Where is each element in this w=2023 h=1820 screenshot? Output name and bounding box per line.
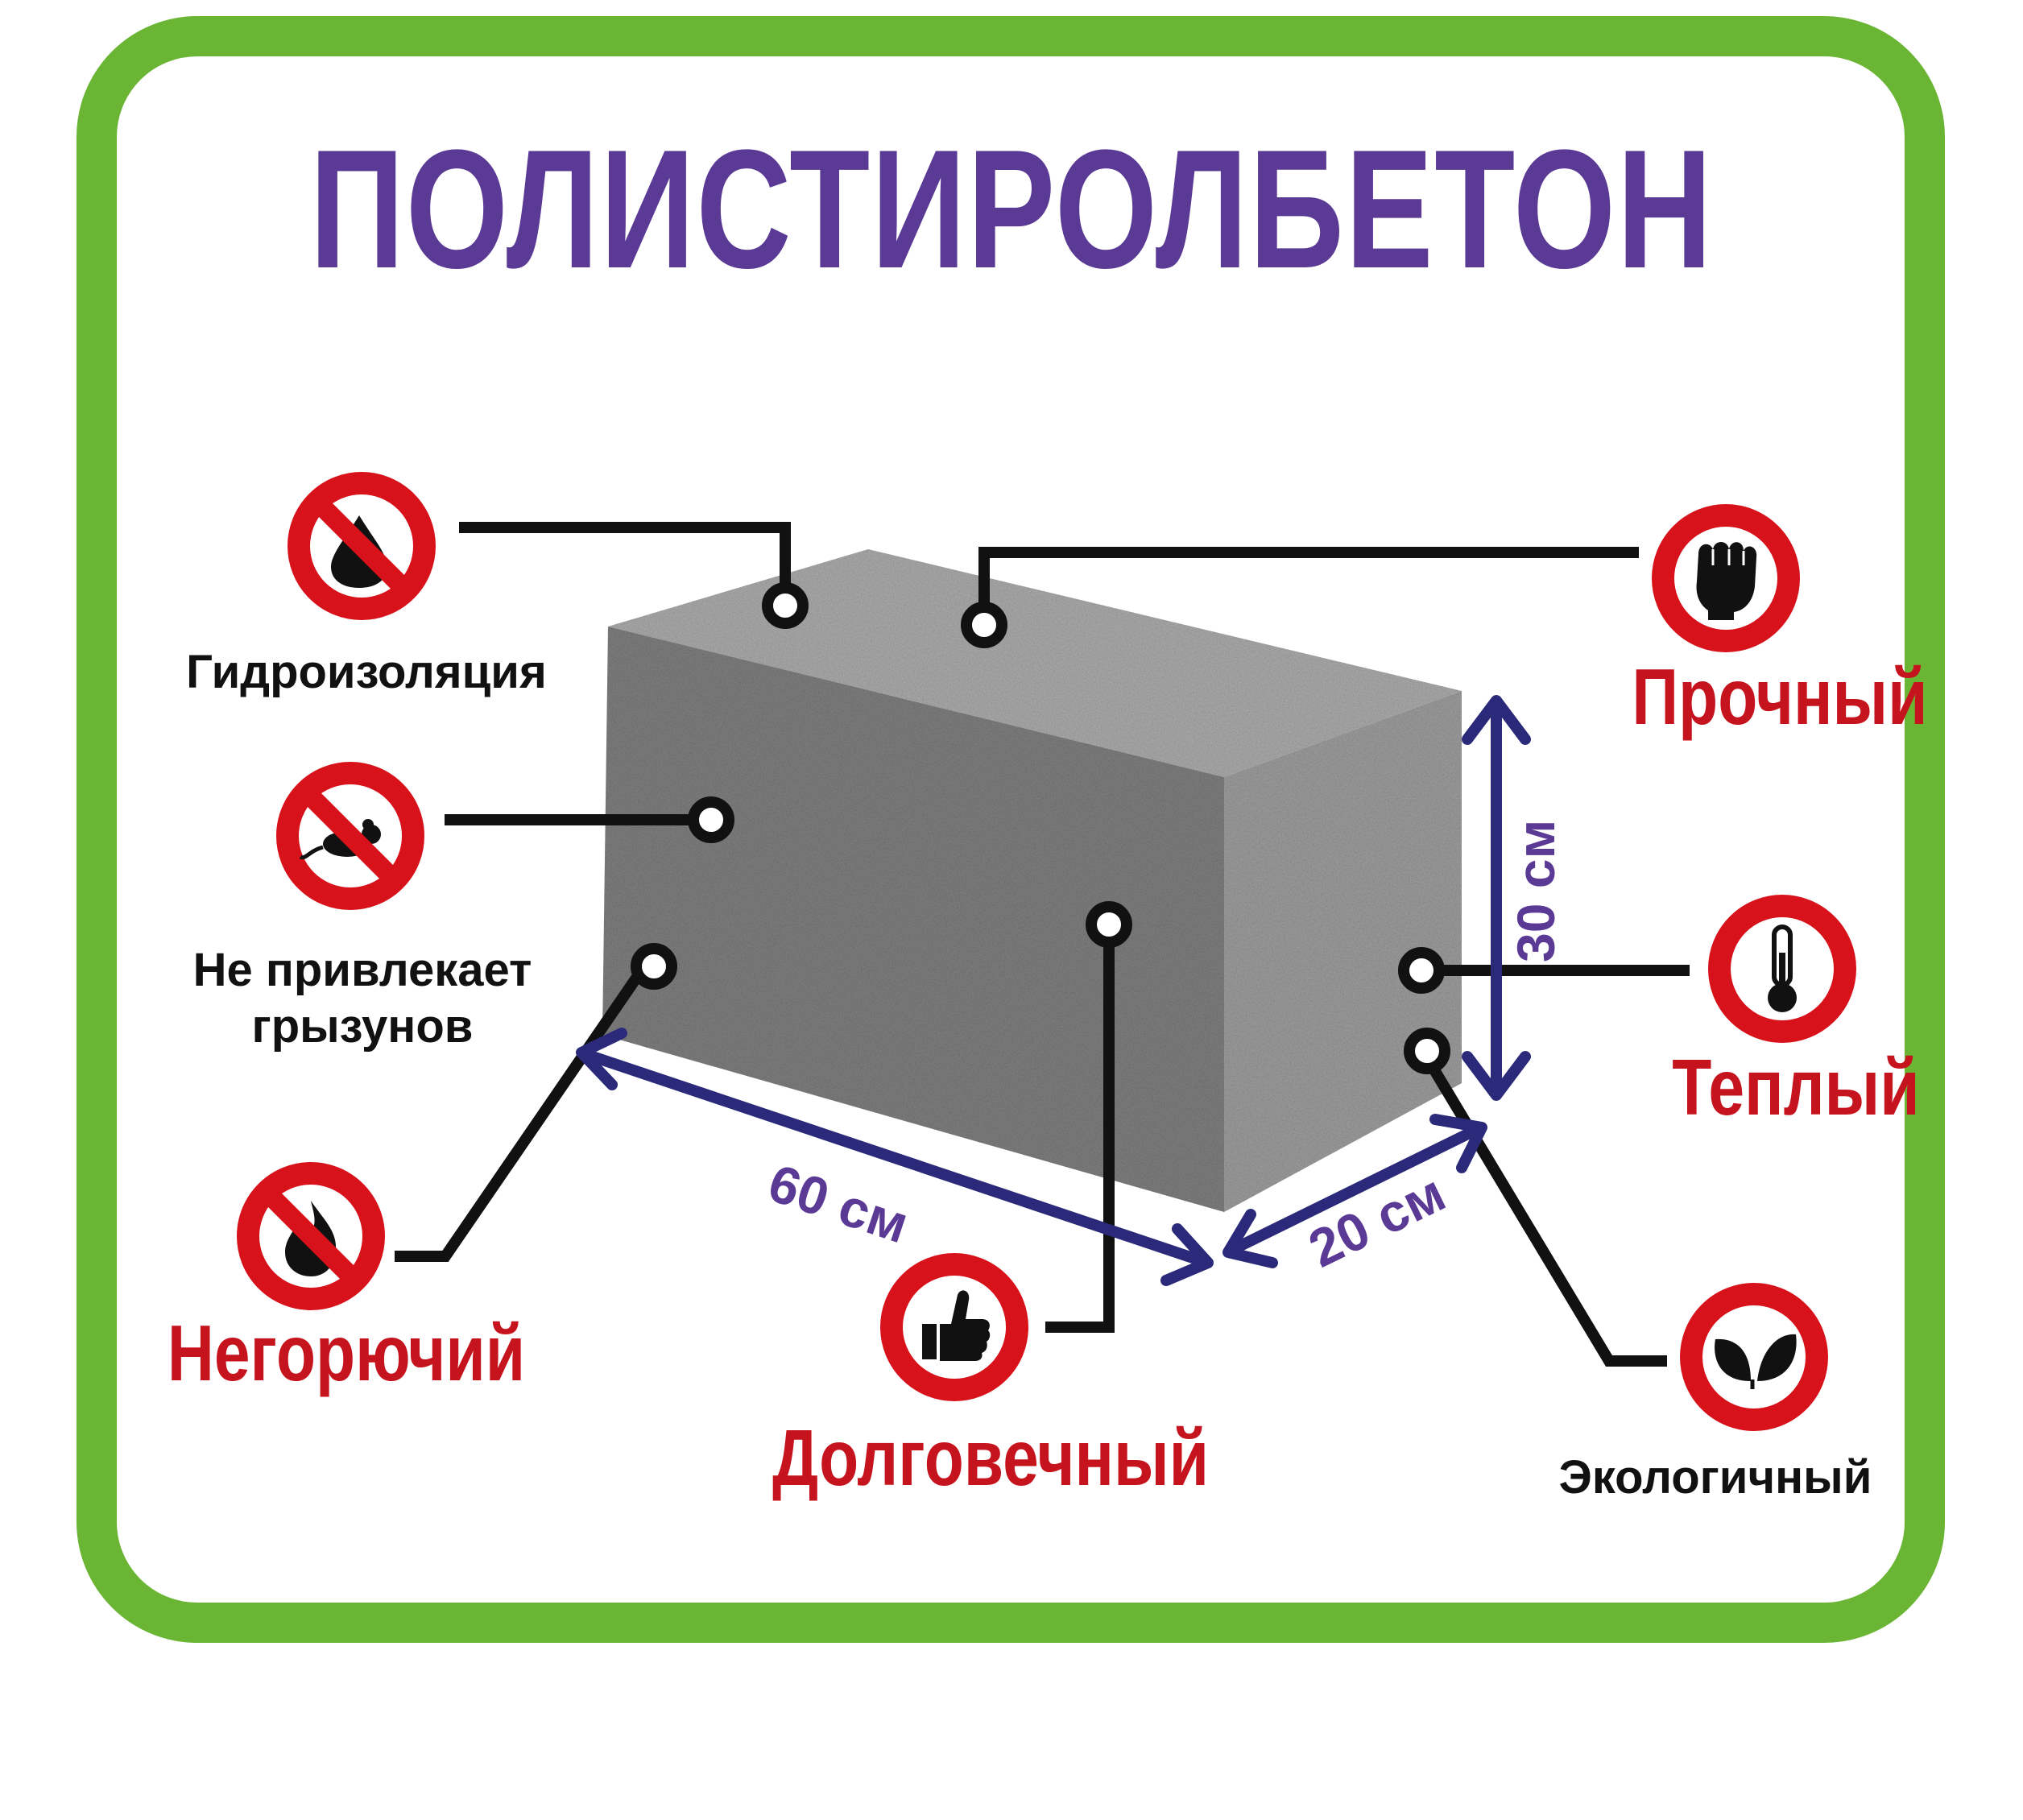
width-arrow-head-right (1429, 1114, 1487, 1173)
callout-dot-hydro (762, 582, 809, 629)
label-durable: Долговечный (772, 1413, 1210, 1502)
page-title: ПОЛИСТИРОЛБЕТОН (309, 114, 1714, 304)
leaves-icon (1680, 1283, 1828, 1431)
callout-line-strong (978, 547, 1639, 620)
callout-lines (395, 522, 1690, 1367)
label-warm: Теплый (1672, 1043, 1920, 1131)
fist-icon (1652, 504, 1800, 652)
label-nonflammable: Негорючий (167, 1309, 526, 1397)
callout-dot-warm (1398, 947, 1445, 994)
callout-line-eco (1418, 1049, 1667, 1367)
no-water-drop-icon (288, 472, 436, 620)
dimension-length-label: 60 см (762, 1152, 916, 1254)
no-rodent-icon (276, 762, 424, 910)
callout-line-hydro (459, 522, 791, 598)
callout-dot-eco (1404, 1028, 1450, 1074)
concrete-block (602, 549, 1462, 1212)
thumbs-up-icon (880, 1253, 1028, 1401)
width-arrow-line (1227, 1123, 1483, 1255)
label-no-rodents: Не привлекает грызунов (192, 944, 532, 1053)
no-fire-icon (237, 1162, 385, 1310)
block-top-face (608, 549, 1462, 777)
callout-dot-fire (631, 943, 677, 990)
callout-dot-rodent (688, 796, 734, 843)
callout-line-durable (1045, 924, 1115, 1333)
label-hydroisolation: Гидроизоляция (186, 646, 547, 698)
dimension-height-label: 30 см (1506, 820, 1566, 962)
callout-dot-durable (1086, 901, 1132, 948)
label-ecological: Экологичный (1558, 1451, 1872, 1504)
length-arrow-head-right (1160, 1223, 1214, 1286)
label-strong: Прочный (1632, 652, 1928, 741)
width-arrow-head-left (1222, 1209, 1278, 1268)
callout-dots (631, 582, 1450, 1074)
height-arrow-head-top (1462, 695, 1531, 745)
length-arrow-head-left (576, 1028, 627, 1090)
thermometer-icon (1708, 895, 1856, 1043)
block-front-face (602, 627, 1224, 1212)
height-arrow-head-bottom (1462, 1051, 1531, 1101)
callout-line-fire (395, 963, 649, 1262)
callout-dot-strong (961, 602, 1007, 648)
block-side-face (1224, 691, 1462, 1212)
dimension-arrows (576, 695, 1531, 1286)
length-arrow-line (582, 1049, 1206, 1266)
